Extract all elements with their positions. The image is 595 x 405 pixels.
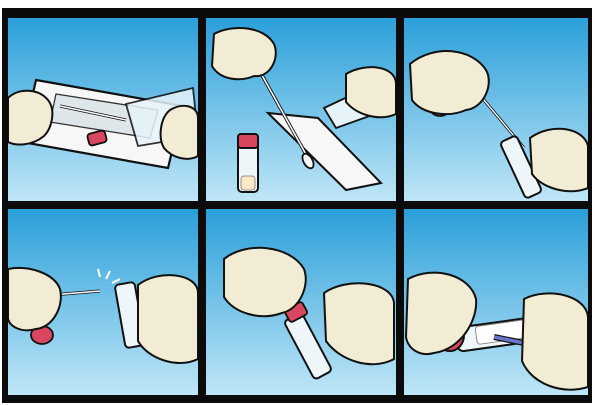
panel-step-1 — [8, 18, 198, 201]
step-4-illustration — [8, 209, 198, 395]
step-3-illustration — [404, 18, 588, 201]
step-1-illustration — [8, 18, 198, 201]
wrapper-icon — [20, 78, 198, 170]
step-2-illustration — [206, 18, 396, 201]
cap-icon — [86, 129, 108, 147]
snap-spark-icon — [97, 268, 121, 284]
glove-hand-icon — [404, 271, 588, 391]
glove-hand-icon — [8, 267, 198, 364]
panel-step-4 — [8, 209, 198, 395]
cap-icon — [237, 133, 259, 149]
panel-step-3 — [404, 18, 588, 201]
glove-hand-icon — [408, 50, 588, 193]
swab-icon — [59, 104, 127, 122]
step-6-illustration — [404, 209, 588, 395]
step-5-illustration — [206, 209, 396, 395]
glove-hand-icon — [210, 27, 396, 119]
tube-icon — [500, 135, 542, 199]
glove-hand-icon — [223, 246, 395, 366]
swab-icon — [256, 67, 315, 170]
glove-hand-icon — [8, 89, 198, 160]
panel-step-6 — [404, 209, 588, 395]
panel-step-5 — [206, 209, 396, 395]
panel-grid — [2, 8, 592, 403]
panel-step-2 — [206, 18, 396, 201]
tube-icon — [237, 133, 259, 193]
